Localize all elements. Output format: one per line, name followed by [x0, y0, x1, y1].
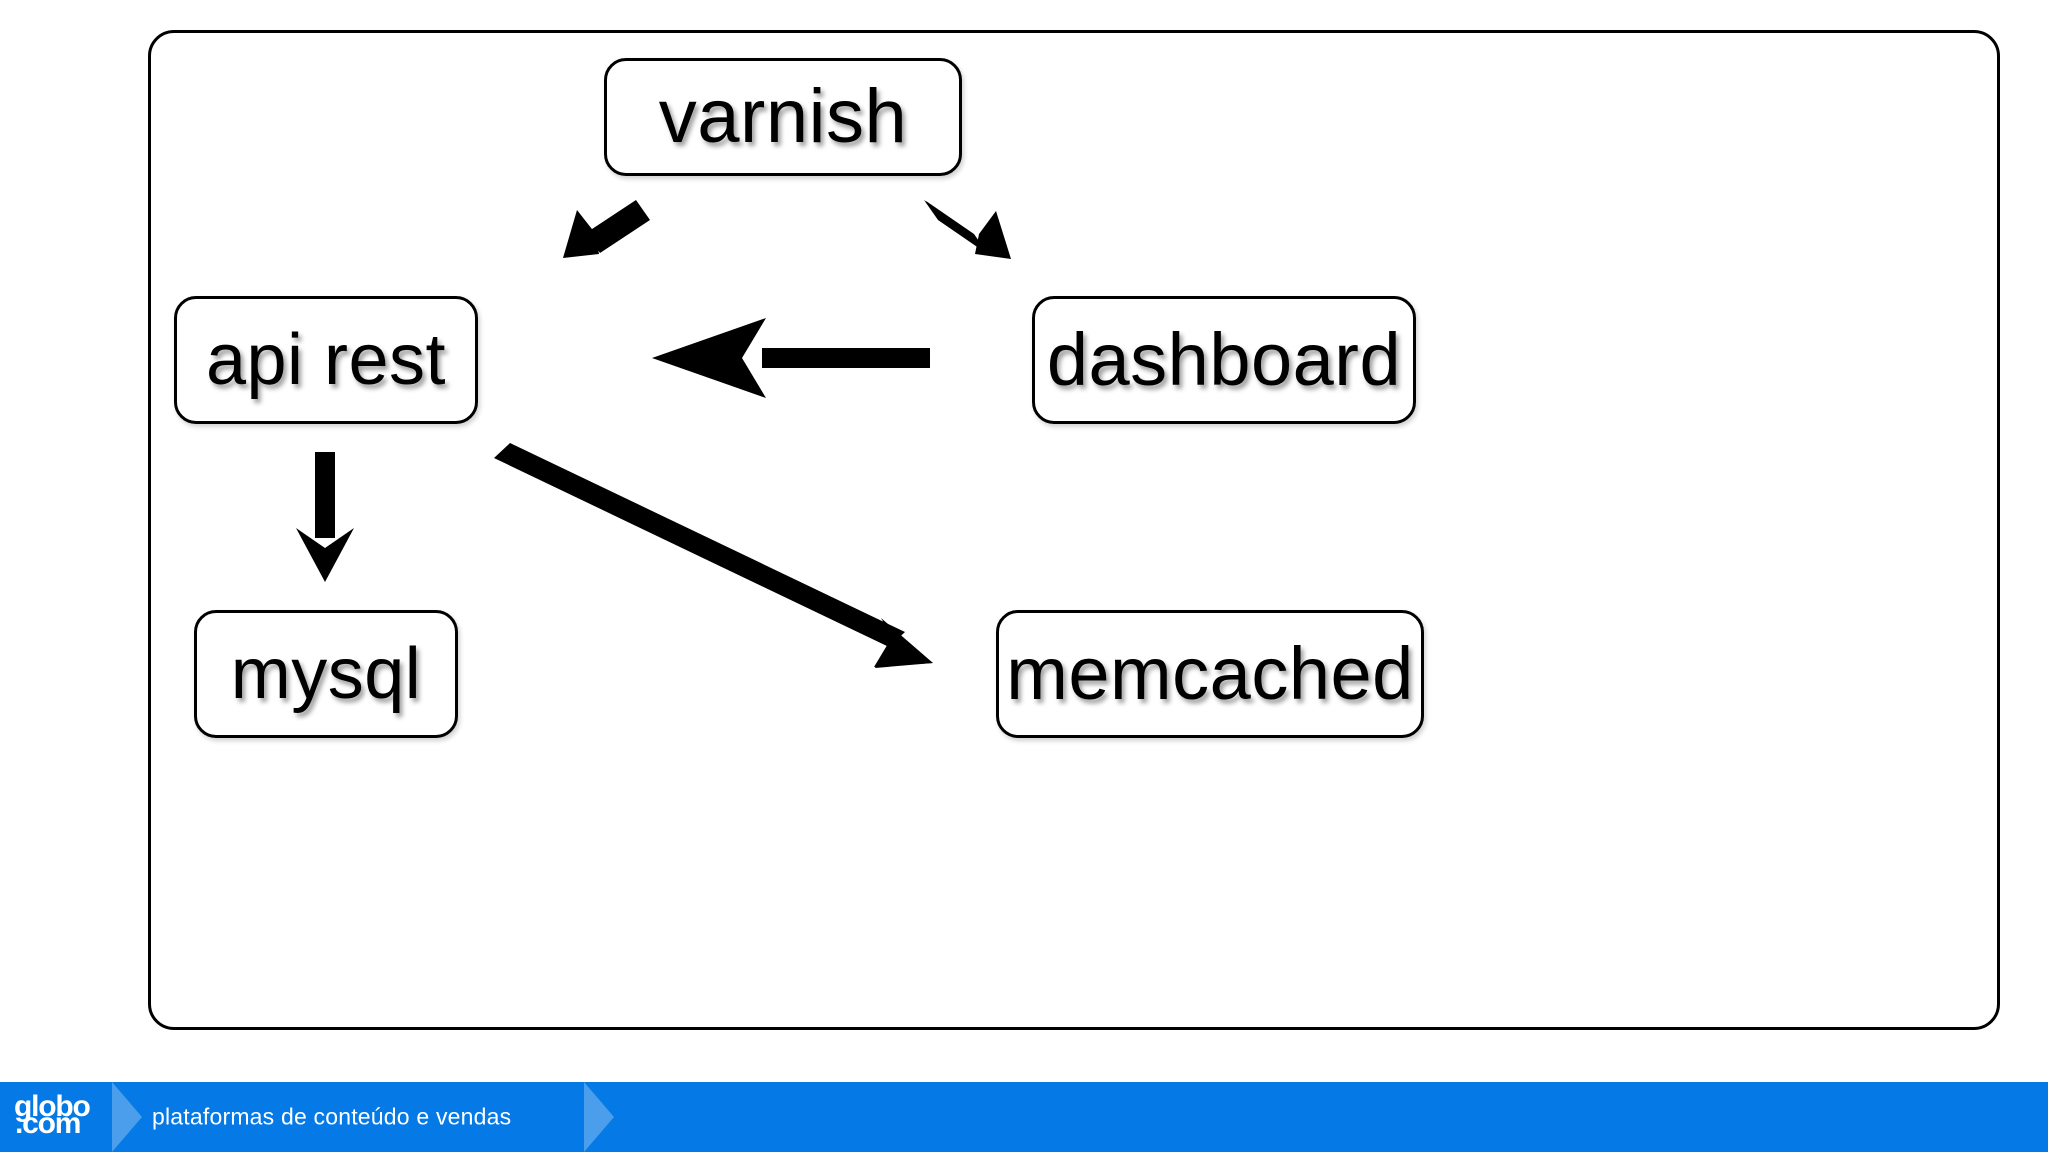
chevron-separator-left-icon [112, 1082, 156, 1152]
globo-logo: globo .com [14, 1092, 106, 1144]
node-memcached-label: memcached [1006, 632, 1414, 715]
node-varnish[interactable]: varnish [604, 58, 962, 176]
globo-logo-wordmark: globo [14, 1090, 91, 1123]
node-memcached[interactable]: memcached [996, 610, 1424, 738]
node-mysql-label: mysql [230, 634, 422, 714]
node-mysql[interactable]: mysql [194, 610, 458, 738]
node-api-rest-label: api rest [205, 320, 447, 400]
node-api-rest[interactable]: api rest [174, 296, 478, 424]
globo-logo-com: .com [15, 1107, 81, 1140]
node-dashboard[interactable]: dashboard [1032, 296, 1416, 424]
chevron-separator-right-icon [584, 1082, 628, 1152]
node-varnish-label: varnish [658, 74, 908, 159]
footer-bar: globo .com plataformas de conteúdo e ven… [0, 1082, 2048, 1152]
diagram-frame [148, 30, 2000, 1030]
footer-tagline: plataformas de conteúdo e vendas [152, 1103, 512, 1130]
node-dashboard-label: dashboard [1046, 318, 1402, 401]
